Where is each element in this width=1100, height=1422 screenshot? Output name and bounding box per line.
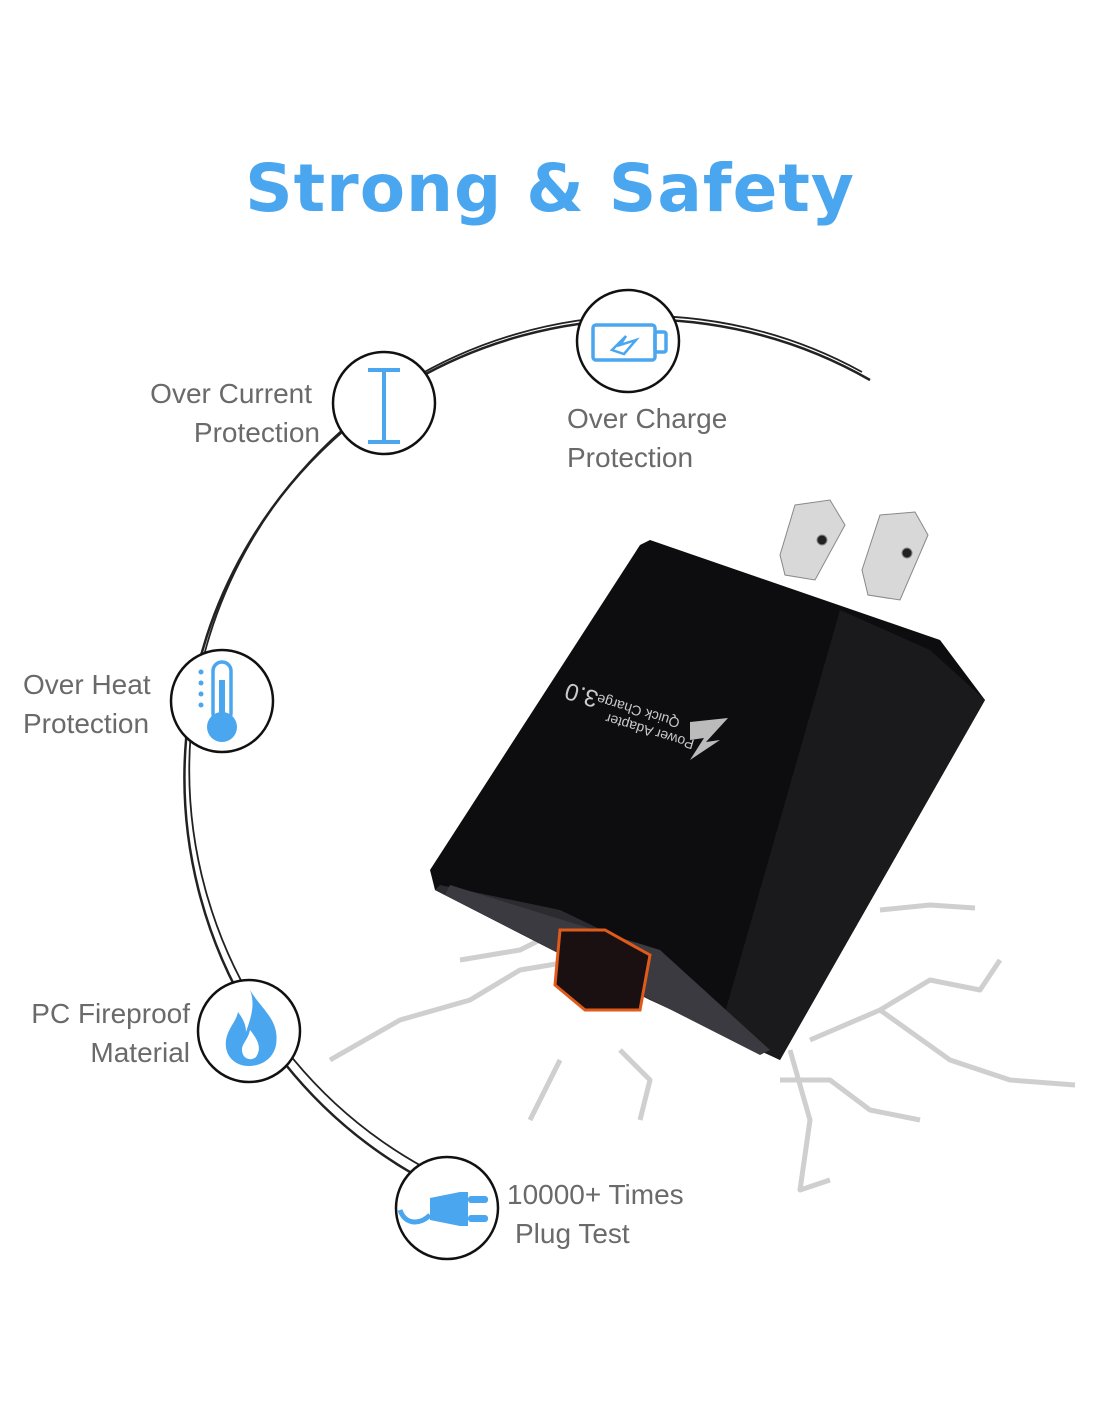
feature-label: PC Fireproof bbox=[31, 998, 190, 1029]
feature-over-charge: Over Charge Protection bbox=[567, 399, 727, 477]
feature-over-heat: Over Heat Protection bbox=[23, 665, 151, 743]
feature-label: 10000+ Times bbox=[507, 1179, 684, 1210]
plug-icon bbox=[397, 1192, 488, 1226]
fire-icon bbox=[225, 990, 277, 1066]
battery-charge-icon bbox=[591, 323, 668, 362]
usb-port bbox=[553, 928, 652, 1012]
feature-fireproof: PC Fireproof Material bbox=[0, 994, 190, 1072]
feature-label: Protection bbox=[193, 417, 320, 448]
floor-cracks bbox=[328, 902, 1076, 1193]
feature-label: Material bbox=[90, 1037, 190, 1068]
feature-label: Over Heat bbox=[23, 669, 151, 700]
battery-icon-circle bbox=[575, 288, 681, 394]
page-title: Strong & Safety bbox=[245, 150, 855, 227]
feature-label: Over Current bbox=[150, 378, 312, 409]
feature-label: Protection bbox=[567, 442, 694, 473]
feature-plug-test: 10000+ Times Plug Test bbox=[507, 1175, 684, 1253]
feature-label: Protection bbox=[23, 708, 150, 739]
bolt-icon bbox=[690, 718, 728, 760]
thermometer-icon bbox=[198, 660, 237, 742]
feature-label: Plug Test bbox=[515, 1218, 630, 1249]
charger-body bbox=[430, 540, 985, 1060]
feature-over-current: Over Current Protection bbox=[100, 374, 320, 452]
current-icon bbox=[368, 368, 400, 444]
charger-prongs bbox=[779, 499, 929, 601]
feature-label: Over Charge bbox=[567, 403, 728, 434]
